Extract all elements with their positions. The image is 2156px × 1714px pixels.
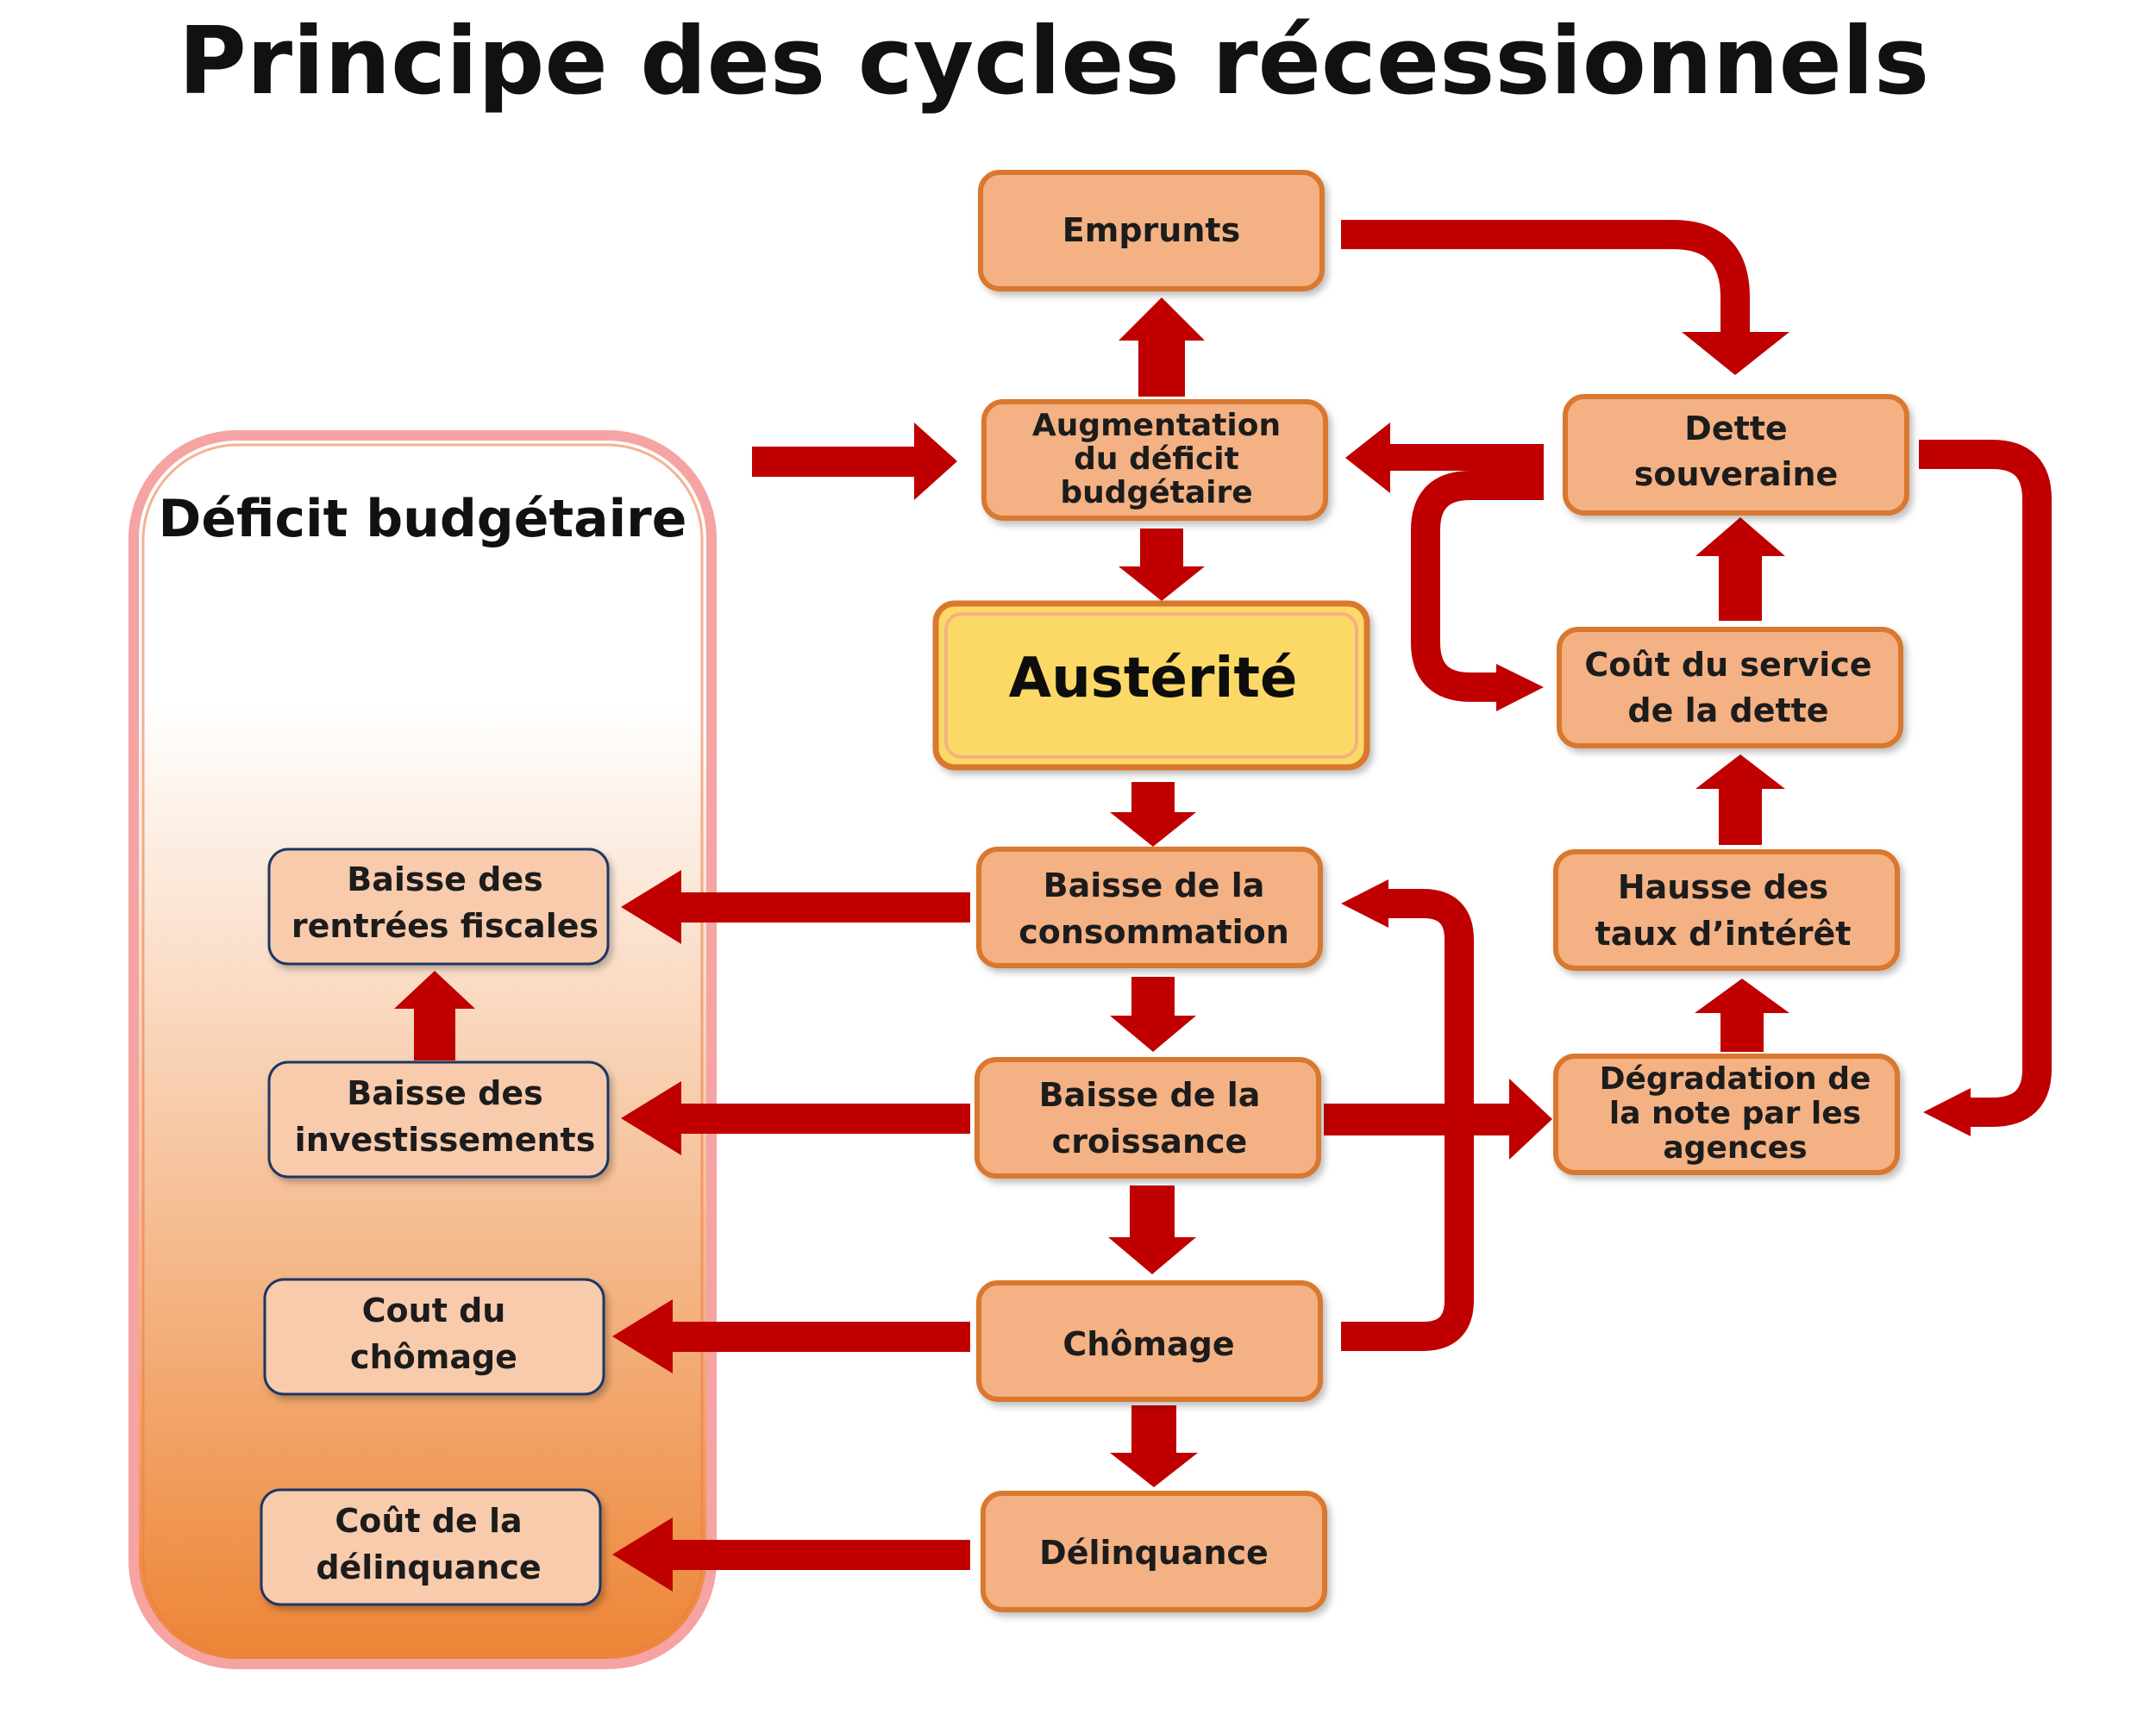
arrow-chomage-to-cout-chomage xyxy=(612,1299,970,1373)
node-austerite-label: Austérité xyxy=(1009,647,1298,710)
node-delinquance: Délinquance xyxy=(981,1491,1327,1612)
node-baisse-rentrees-line1: Baisse des xyxy=(347,860,542,898)
node-hausse-taux: Hausse des taux d’intérêt xyxy=(1553,849,1900,971)
arrow-chomage-to-delinquance xyxy=(1110,1405,1198,1487)
node-degradation-line2: la note par les xyxy=(1609,1096,1861,1131)
node-augmentation-line2: du déficit xyxy=(1074,441,1239,477)
arrow-head-degradation xyxy=(1923,1088,1971,1136)
node-cout-service-line1: Coût du service xyxy=(1584,646,1871,684)
arrows xyxy=(394,297,1789,1592)
node-hausse-taux-line1: Hausse des xyxy=(1618,868,1828,906)
arrow-head-dette xyxy=(1682,332,1789,375)
node-cout-chomage: Cout du chômage xyxy=(263,1278,605,1396)
arrow-delinquance-to-cout-delinquance xyxy=(612,1517,970,1592)
node-delinquance-label: Délinquance xyxy=(1039,1534,1269,1572)
node-augmentation-deficit: Augmentation du déficit budgétaire xyxy=(981,399,1328,521)
node-emprunts: Emprunts xyxy=(978,170,1325,291)
arrow-dette-loop-to-degradation xyxy=(1919,440,2052,1127)
node-baisse-rentrees-line2: rentrées fiscales xyxy=(291,907,599,945)
node-baisse-consommation-line2: consommation xyxy=(1018,913,1289,951)
arrow-head-consommation xyxy=(1341,879,1388,928)
node-dette-line2: souveraine xyxy=(1634,455,1839,493)
node-baisse-consommation: Baisse de la consommation xyxy=(976,847,1323,968)
panel-title: Déficit budgétaire xyxy=(159,489,687,549)
node-cout-delinquance-line1: Coût de la xyxy=(335,1502,522,1540)
node-chomage: Chômage xyxy=(976,1280,1323,1402)
arrow-croissance-to-investissements xyxy=(621,1081,970,1155)
node-cout-service-dette: Coût du service de la dette xyxy=(1557,627,1903,748)
arrow-head-cout-service xyxy=(1496,664,1544,711)
node-cout-chomage-line2: chômage xyxy=(350,1338,517,1376)
node-cout-delinquance-line2: délinquance xyxy=(316,1548,541,1586)
node-cout-delinquance: Coût de la délinquance xyxy=(260,1488,602,1606)
node-augmentation-line3: budgétaire xyxy=(1060,475,1252,510)
node-baisse-rentrees: Baisse des rentrées fiscales xyxy=(267,848,610,966)
arrow-consommation-to-rentrees xyxy=(621,870,970,944)
arrow-chomage-loop-to-consommation xyxy=(1341,889,1474,1351)
arrow-croissance-to-degradation xyxy=(1324,1079,1552,1160)
curved-arrows xyxy=(1341,220,2052,1351)
arrow-augmentation-to-austerite xyxy=(1119,529,1205,601)
node-degradation-line1: Dégradation de xyxy=(1600,1061,1871,1097)
node-baisse-croissance: Baisse de la croissance xyxy=(975,1057,1321,1179)
node-baisse-croissance-line1: Baisse de la xyxy=(1039,1076,1261,1114)
arrow-cout-service-to-dette xyxy=(1695,517,1785,621)
node-baisse-croissance-line2: croissance xyxy=(1052,1123,1248,1160)
node-dette-souveraine: Dette souveraine xyxy=(1563,394,1909,516)
node-baisse-investissements-line2: investissements xyxy=(295,1121,596,1159)
center-column: Emprunts Augmentation du déficit budgéta… xyxy=(932,170,1370,1612)
arrow-dette-loop-to-cout-service xyxy=(1411,471,1544,702)
right-column: Dette souveraine Coût du service de la d… xyxy=(1553,394,1909,1175)
node-chomage-label: Chômage xyxy=(1062,1325,1234,1363)
diagram-title: Principe des cycles récessionnels xyxy=(179,8,1929,116)
arrow-austerite-to-consommation xyxy=(1110,782,1196,847)
node-baisse-investissements-line1: Baisse des xyxy=(347,1074,542,1112)
arrow-investissements-to-rentrees xyxy=(394,971,475,1060)
node-emprunts-label: Emprunts xyxy=(1062,211,1240,249)
arrow-panel-to-augmentation xyxy=(752,422,957,500)
arrow-degradation-to-hausse xyxy=(1695,979,1789,1052)
node-hausse-taux-line2: taux d’intérêt xyxy=(1595,915,1852,953)
node-augmentation-line1: Augmentation xyxy=(1032,408,1281,443)
arrow-croissance-to-chomage xyxy=(1108,1185,1196,1274)
curved-arrow-heads xyxy=(1341,332,1971,1136)
node-cout-service-line2: de la dette xyxy=(1627,691,1828,729)
arrow-augmentation-to-emprunts xyxy=(1119,297,1205,397)
arrow-emprunts-to-dette xyxy=(1341,220,1750,332)
node-cout-chomage-line1: Cout du xyxy=(362,1292,506,1329)
arrow-consommation-to-croissance xyxy=(1110,977,1196,1052)
arrow-dette-to-augmentation xyxy=(1345,422,1544,493)
node-degradation-line3: agences xyxy=(1663,1130,1807,1166)
node-dette-line1: Dette xyxy=(1684,410,1787,447)
left-column: Baisse des rentrées fiscales Baisse des … xyxy=(260,848,610,1606)
arrow-hausse-to-cout-service xyxy=(1695,754,1785,845)
node-austerite: Austérité xyxy=(932,600,1370,771)
node-baisse-consommation-line1: Baisse de la xyxy=(1044,866,1265,904)
node-baisse-investissements: Baisse des investissements xyxy=(267,1060,610,1179)
node-degradation-note: Dégradation de la note par les agences xyxy=(1553,1054,1900,1175)
